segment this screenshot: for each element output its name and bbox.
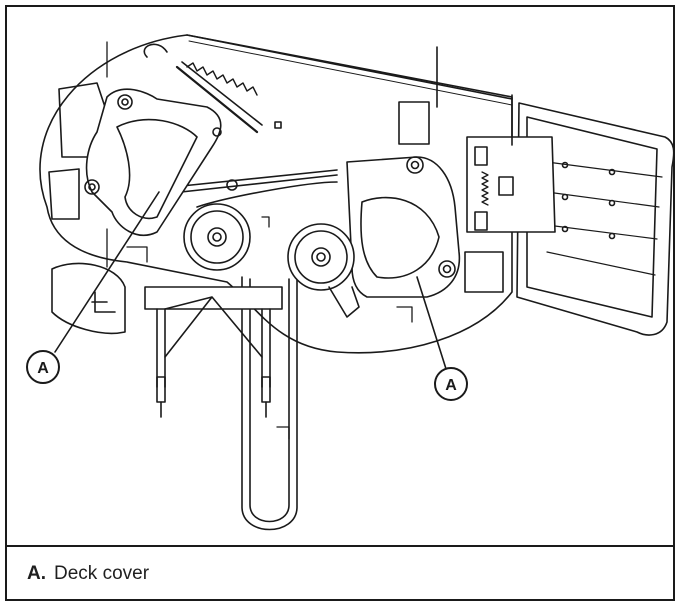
decal-left-bottom [48, 168, 80, 220]
legend: A. Deck cover [27, 563, 149, 585]
chute-hinge-bracket [466, 136, 556, 233]
figure-frame: A A A. Deck cover [5, 5, 675, 601]
deck-plate-outline [39, 34, 513, 354]
deck-top-edge [186, 34, 513, 100]
tension-spring [186, 62, 258, 96]
callout-right: A [434, 367, 468, 401]
legend-text: Deck cover [54, 563, 150, 584]
leader-line-left [54, 191, 160, 353]
chute-spring [481, 171, 489, 206]
left-pulley [183, 203, 251, 271]
callout-left: A [26, 350, 60, 384]
legend-key: A. [27, 563, 46, 584]
decal-right [464, 251, 504, 293]
decal-center [398, 101, 430, 145]
discharge-chute [516, 102, 673, 336]
drive-belt [171, 169, 338, 208]
callout-left-letter: A [37, 360, 49, 377]
callout-right-letter: A [445, 377, 457, 394]
mower-deck-diagram: A A [26, 34, 673, 531]
leader-line-right [416, 276, 448, 373]
chute-opening [51, 262, 126, 335]
right-deck-cover [346, 156, 461, 298]
caption-divider [7, 545, 673, 547]
right-pulley [287, 223, 355, 291]
